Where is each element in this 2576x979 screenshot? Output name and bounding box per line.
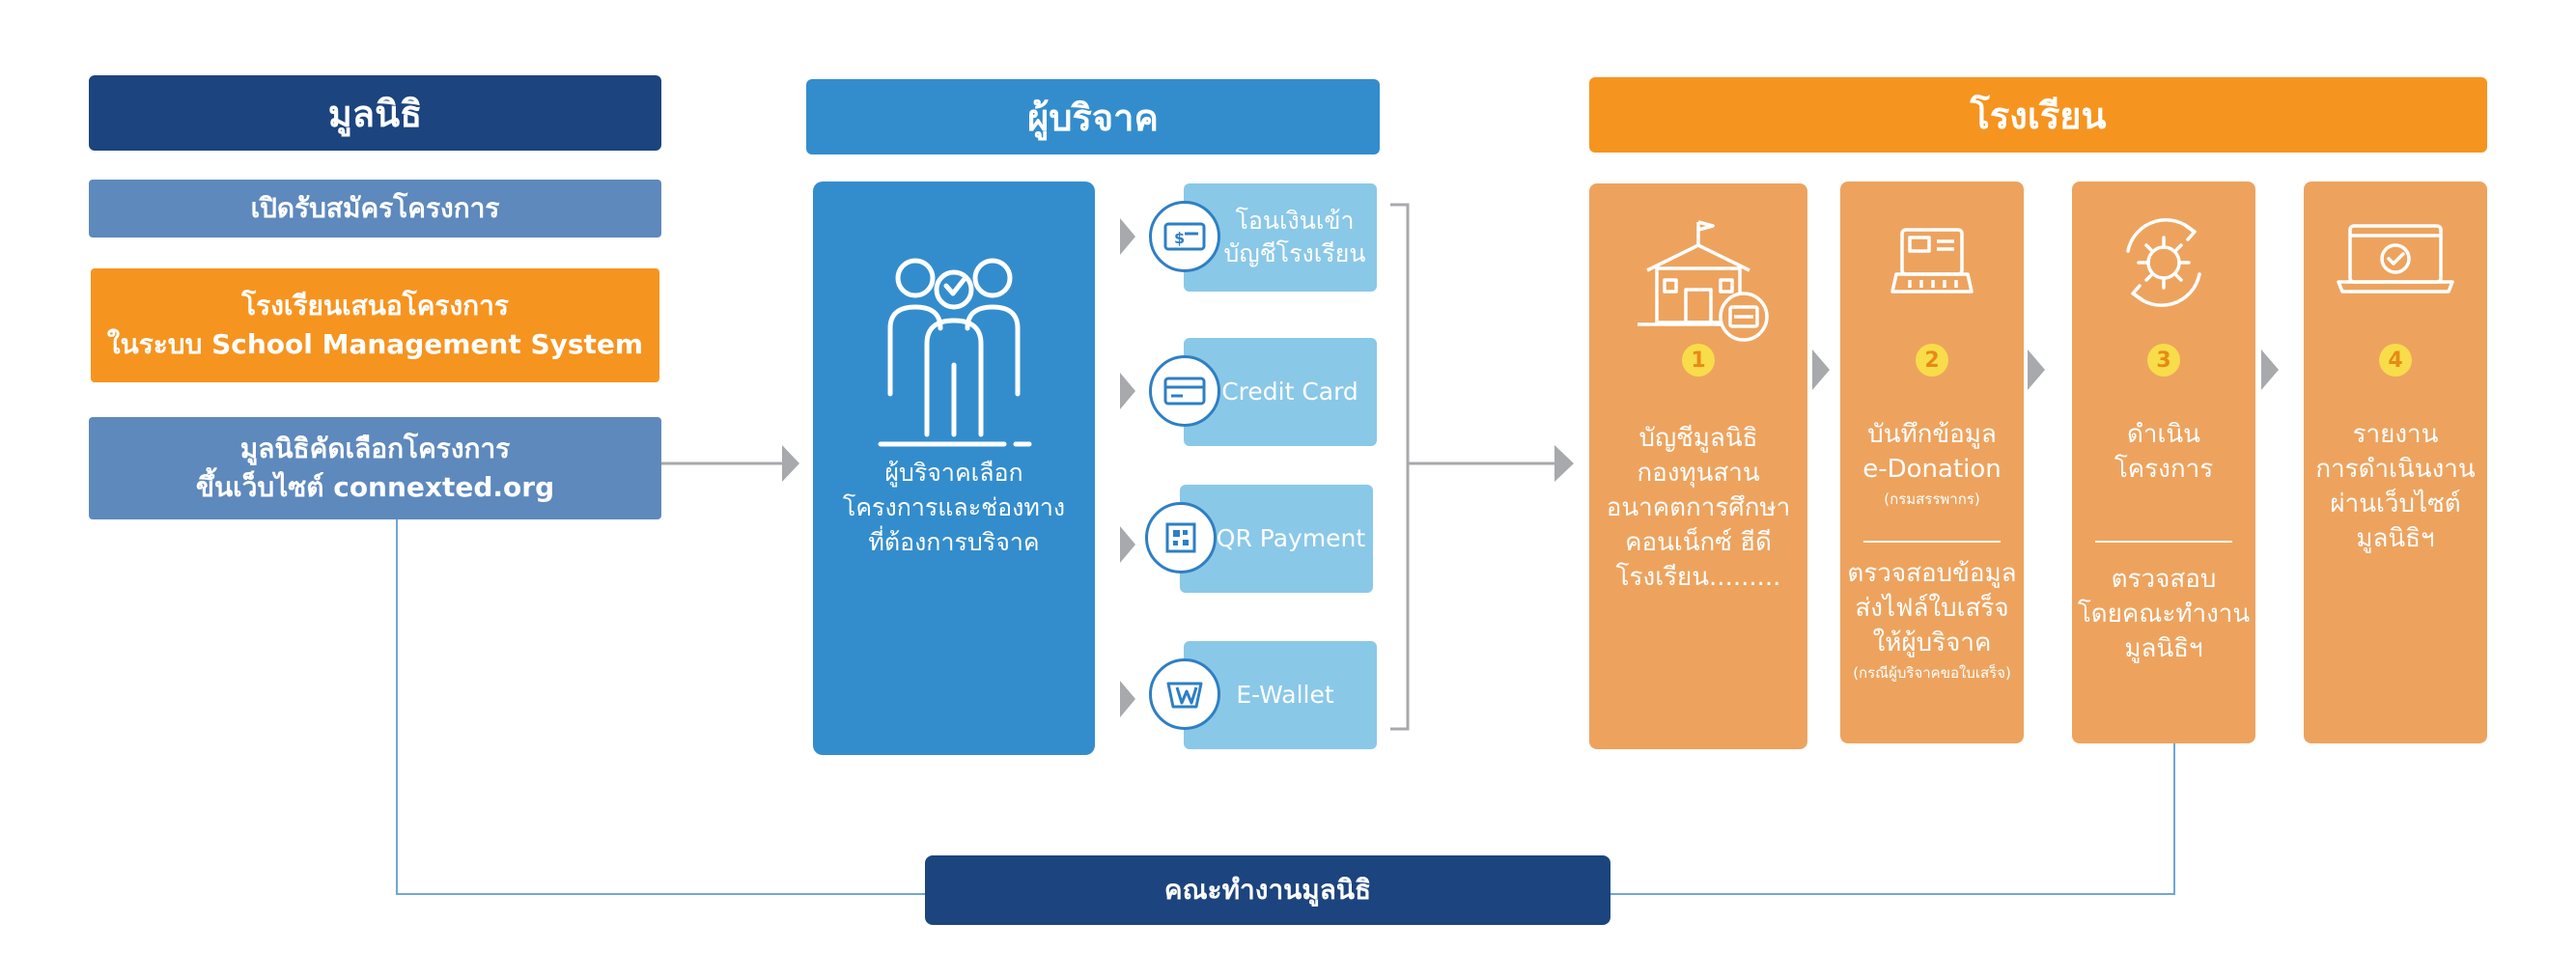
bank-card-icon: $ <box>1149 201 1220 272</box>
step-2-line1: บันทึกข้อมูล <box>1867 420 1997 449</box>
step-1-line4: คอนเน็กซ์ ฮีดี <box>1625 528 1772 557</box>
step-3-line2: โครงการ <box>2114 455 2214 484</box>
step-1-line3: อนาคตการศึกษา <box>1606 493 1791 522</box>
step-2-divider <box>1863 541 2001 543</box>
step-3-text-bottom: ตรวจสอบ โดยคณะทำงาน มูลนิธิฯ <box>2072 562 2255 666</box>
donor-main-line1: ผู้บริจาคเลือก <box>884 459 1023 487</box>
step-1-line2: กองทุนสาน <box>1637 459 1760 488</box>
school-step-2: 2 บันทึกข้อมูล e-Donation (กรมสรรพากร) ต… <box>1840 182 2024 743</box>
donor-main-box: ผู้บริจาคเลือก โครงการและช่องทาง ที่ต้อง… <box>813 182 1095 755</box>
arrow-step-1-2 <box>1812 350 1830 390</box>
step-2-small-note: (กรมสรรพากร) <box>1884 490 1980 508</box>
donor-main-line2: โครงการและช่องทาง <box>842 493 1066 521</box>
foundation-step2-line1: โรงเรียนเสนอโครงการ <box>241 290 509 322</box>
foundation-step2-line2: ในระบบ School Management System <box>106 328 644 360</box>
arrow-payment-4 <box>1120 681 1135 717</box>
arrow-step-2-3 <box>2028 350 2045 390</box>
school-step-1: 1 บัญชีมูลนิธิ กองทุนสาน อนาคตการศึกษา ค… <box>1589 183 1807 749</box>
credit-card-icon <box>1149 355 1220 427</box>
step-4-line2: การดำเนินงาน <box>2315 455 2476 484</box>
step-3-divider <box>2095 541 2232 543</box>
step-1-line1: บัญชีมูลนิธิ <box>1638 424 1758 453</box>
gear-cycle-icon <box>2126 218 2201 307</box>
payment-bank-line1: โอนเงินเข้า <box>1235 207 1355 235</box>
step-2-line3: ตรวจสอบข้อมูล <box>1847 559 2017 588</box>
donor-header-label: ผู้บริจาค <box>1027 96 1159 139</box>
payment-qr-label: QR Payment <box>1216 524 1366 552</box>
school-step-4: 4 รายงาน การดำเนินงาน ผ่านเว็บไซต์ มูลนิ… <box>2304 182 2487 743</box>
donor-header: ผู้บริจาค <box>806 79 1380 154</box>
step-1-text: บัญชีมูลนิธิ กองทุนสาน อนาคตการศึกษา คอน… <box>1589 421 1807 595</box>
payment-credit-label: Credit Card <box>1221 378 1358 406</box>
donor-group-icon <box>878 258 1032 447</box>
step-2-line2: e-Donation <box>1862 455 2002 484</box>
step-3-text-top: ดำเนิน โครงการ <box>2072 417 2255 487</box>
step-1-line5: โรงเรียน......... <box>1615 563 1781 592</box>
donor-main-line3: ที่ต้องการบริจาค <box>868 528 1040 556</box>
arrow-donor-school <box>1554 445 1574 482</box>
school-step-3: 3 ดำเนิน โครงการ ตรวจสอบ โดยคณะทำงาน มูล… <box>2072 182 2255 743</box>
wallet-icon <box>1149 658 1220 730</box>
step-2-text-top: บันทึกข้อมูล e-Donation (กรมสรรพากร) <box>1840 417 2024 512</box>
payment-bracket <box>1390 203 1410 731</box>
step-2-badge: 2 <box>1916 344 1948 377</box>
committee-line-right <box>1610 743 2175 895</box>
school-header: โรงเรียน <box>1589 77 2487 153</box>
foundation-step3-line2: ขึ้นเว็บไซต์ connexted.org <box>195 471 555 503</box>
donor-main-text: ผู้บริจาคเลือก โครงการและช่องทาง ที่ต้อง… <box>813 450 1095 566</box>
foundation-step1-label: เปิดรับสมัครโครงการ <box>250 192 500 224</box>
foundation-header: มูลนิธิ <box>89 75 661 151</box>
arrow-payment-1 <box>1120 218 1135 255</box>
foundation-step-open-applications: เปิดรับสมัครโครงการ <box>89 180 661 238</box>
qr-code-icon <box>1145 502 1217 573</box>
foundation-step3-line1: มูลนิธิคัดเลือกโครงการ <box>239 433 511 464</box>
foundation-step-school-proposal: โรงเรียนเสนอโครงการ ในระบบ School Manage… <box>91 268 659 382</box>
arrow-foundation-donor <box>782 445 799 482</box>
step-4-text: รายงาน การดำเนินงาน ผ่านเว็บไซต์ มูลนิธิ… <box>2304 417 2487 556</box>
step-3-line4: โดยคณะทำงาน <box>2077 600 2251 629</box>
step-2-small-note2: (กรณีผู้บริจาคขอใบเสร็จ) <box>1853 664 2011 682</box>
step-3-badge: 3 <box>2147 344 2180 377</box>
school-building-icon <box>1638 220 1769 342</box>
receipt-machine-icon <box>1890 228 1974 294</box>
committee-label: คณะทำงานมูลนิธิ <box>1163 874 1372 906</box>
foundation-step-select-project: มูลนิธิคัดเลือกโครงการ ขึ้นเว็บไซต์ conn… <box>89 417 661 519</box>
step-1-badge: 1 <box>1682 344 1715 377</box>
step-4-badge: 4 <box>2379 344 2412 377</box>
payment-bank-line2: บัญชีโรงเรียน <box>1223 239 1366 267</box>
step-4-line3: ผ่านเว็บไซต์ <box>2330 490 2461 518</box>
laptop-check-icon <box>2337 224 2454 294</box>
step-3-line5: มูลนิธิฯ <box>2124 634 2203 663</box>
step-2-text-bottom: ตรวจสอบข้อมูล ส่งไฟล์ใบเสร็จ ให้ผู้บริจา… <box>1840 556 2024 685</box>
payment-ewallet: E-Wallet <box>1184 641 1377 749</box>
school-header-label: โรงเรียน <box>1970 94 2107 137</box>
step-2-line4: ส่งไฟล์ใบเสร็จ <box>1855 594 2009 623</box>
step-2-line5: ให้ผู้บริจาค <box>1872 629 1992 657</box>
foundation-header-label: มูลนิธิ <box>327 92 423 135</box>
step-3-line1: ดำเนิน <box>2127 420 2200 449</box>
svg-text:$: $ <box>1174 229 1185 247</box>
arrow-step-3-4 <box>2261 350 2279 390</box>
arrow-payment-3 <box>1120 526 1135 563</box>
step-4-line4: มูลนิธิฯ <box>2356 524 2435 553</box>
step-4-line1: รายงาน <box>2352 420 2439 449</box>
arrow-payment-2 <box>1120 373 1135 409</box>
step-3-line3: ตรวจสอบ <box>2111 565 2217 594</box>
committee-bar: คณะทำงานมูลนิธิ <box>925 855 1610 925</box>
payment-ewallet-label: E-Wallet <box>1236 681 1334 709</box>
